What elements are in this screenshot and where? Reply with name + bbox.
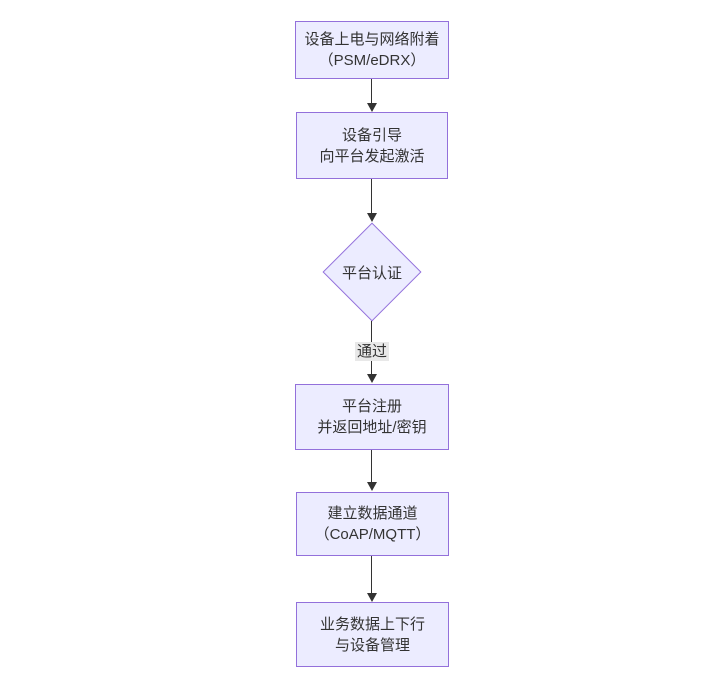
node-text-line: 并返回地址/密钥 [317, 419, 427, 436]
decision-label: 平台认证 [341, 264, 402, 282]
arrowhead-down-icon [367, 103, 377, 112]
edge-line-3 [371, 450, 372, 482]
edge-label-pass: 通过 [354, 342, 390, 361]
arrowhead-down-icon [367, 213, 377, 222]
node-text-line: （CoAP/MQTT） [314, 526, 431, 543]
node-text-line: 向平台发起激活 [319, 147, 425, 165]
node-text-line: 设备引导 [341, 126, 402, 144]
edge-line-0 [371, 79, 372, 103]
edge-line-4 [371, 556, 372, 593]
node-text-line: （PSM/eDRX） [318, 52, 426, 69]
flow-node-business-data: 业务数据上下行 与设备管理 [296, 602, 449, 667]
decision-node-platform-auth: 平台认证 [322, 222, 422, 322]
flow-node-platform-register: 平台注册 并返回地址/密钥 [295, 384, 449, 450]
node-text-line: 业务数据上下行 [319, 615, 425, 633]
node-text-line: 建立数据通道 [327, 505, 418, 522]
flow-node-device-bootstrap: 设备引导 向平台发起激活 [296, 112, 448, 179]
arrowhead-down-icon [367, 482, 377, 491]
node-text-line: 平台注册 [341, 398, 402, 415]
arrowhead-down-icon [367, 374, 377, 383]
flow-node-power-network-attach: 设备上电与网络附着 （PSM/eDRX） [295, 21, 449, 79]
node-text-line: 设备上电与网络附着 [304, 31, 440, 48]
edge-line-1 [371, 179, 372, 213]
flow-node-data-channel: 建立数据通道 （CoAP/MQTT） [296, 492, 449, 556]
node-text-line: 与设备管理 [334, 636, 410, 654]
arrowhead-down-icon [367, 593, 377, 602]
